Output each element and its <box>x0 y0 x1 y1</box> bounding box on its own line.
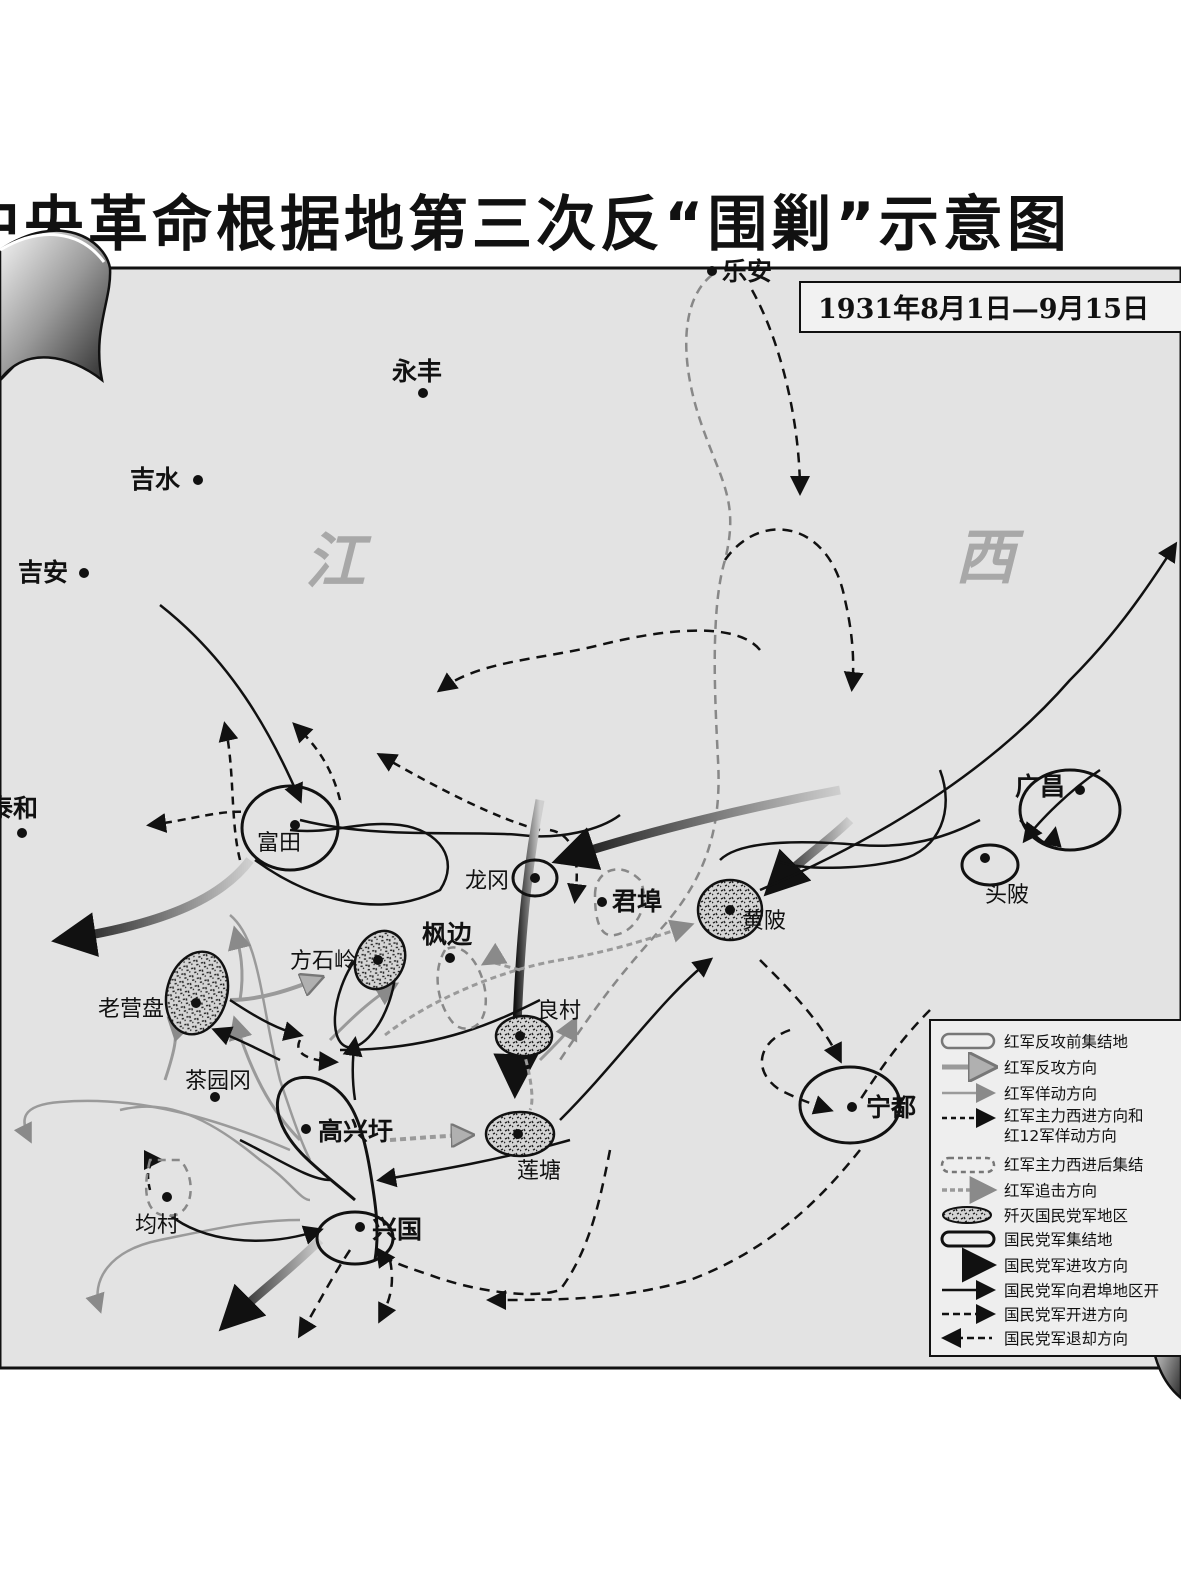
legend-label-nationalist-retreat: 国民党军退却方向 <box>1004 1330 1128 1348</box>
nationalist-area-xingguo <box>315 1210 395 1266</box>
route-lean-retreat <box>750 289 810 496</box>
assembly-fengbian-dashed <box>436 946 488 1030</box>
annihilation-area-laoyingpan <box>164 950 230 1036</box>
arrow-gray-liangcun-ne <box>538 1015 578 1062</box>
legend-label-red-westward: 红军主力西进方向和 <box>1004 1107 1144 1125</box>
place-chayuangang: 茶园冈 <box>185 1069 251 1094</box>
route-liangcun-west <box>339 998 541 1052</box>
date-range-label: 1931年8月1日—9月15日 <box>818 293 1149 325</box>
route-gaoxingxu-xingguo-loop <box>275 1075 379 1261</box>
nationalist-area-longgang <box>511 858 559 898</box>
region-label-jiang: 江 <box>305 527 372 597</box>
arrow-liangcun-liantang <box>518 1039 534 1111</box>
assembly-junbu-dashed <box>593 868 646 937</box>
legend-label-nationalist-advance: 国民党军开进方向 <box>1004 1306 1128 1324</box>
place-fengbian: 枫边 <box>422 920 473 949</box>
legend-label-red12-feint: 红12军佯动方向 <box>1004 1127 1117 1145</box>
date-range-box: 1931年8月1日—9月15日 <box>799 281 1181 333</box>
place-gaoxingxu: 高兴圩 <box>318 1117 393 1146</box>
route-laoyingpan-se <box>211 1026 281 1062</box>
legend-symbol-red-west-assembly <box>940 1156 996 1174</box>
arrow-east-longgang-attack <box>551 785 841 870</box>
legend-label-annihilation: 歼灭国民党军地区 <box>1004 1207 1128 1225</box>
place-toupi: 头陂 <box>985 883 1029 908</box>
route-gaoxingxu-north <box>342 1036 363 1101</box>
arrow-fangshiling-huangpi <box>384 919 695 1037</box>
legend-label-red-pursuit: 红军追击方向 <box>1004 1182 1097 1200</box>
route-westward-dashed <box>436 629 761 693</box>
route-lines <box>13 274 1178 1339</box>
place-liantang: 莲塘 <box>517 1159 561 1184</box>
nationalist-area-toupi <box>960 843 1020 887</box>
nationalist-area-ningdu <box>798 1065 902 1145</box>
route-futian-west <box>146 810 246 833</box>
route-lean-south-dashed <box>558 274 732 1061</box>
legend-label-nationalist-attack: 国民党军进攻方向 <box>1004 1257 1128 1275</box>
route-west-to-xingguo <box>239 1138 331 1182</box>
legend-symbol-annihilation <box>942 1206 992 1224</box>
legend-label-red-assembly: 红军反攻前集结地 <box>1004 1033 1128 1051</box>
route-xingguo-south-2 <box>378 1259 397 1324</box>
route-futian-loop <box>254 822 450 906</box>
route-dashed-mid <box>297 1039 339 1072</box>
legend-label-red-west-assembly: 红军主力西进后集结 <box>1004 1156 1144 1174</box>
place-markers: 乐安 永丰 吉水 吉安 泰和 富田 龙冈 君埠 黄陂 广昌 头陂 枫边 方石岭 … <box>0 257 1085 1244</box>
place-lean: 乐安 <box>722 257 772 286</box>
route-south-to-xingguo <box>375 1149 612 1296</box>
map-title: 中央革命根据地第三次反“围剿”示意图 <box>0 190 1071 260</box>
place-longgang: 龙冈 <box>465 869 509 894</box>
route-liantang-huangpi <box>559 957 714 1121</box>
place-huangpi: 黄陂 <box>742 909 786 934</box>
route-ningdu-loop <box>760 1028 834 1115</box>
nationalist-area-guangchang <box>1018 768 1122 852</box>
place-liangcun: 良村 <box>537 999 581 1024</box>
route-guangchang-west <box>719 818 981 861</box>
route-loop-east <box>723 528 864 692</box>
place-juncun: 均村 <box>135 1213 179 1238</box>
place-junbu: 君埠 <box>612 887 662 916</box>
legend-label-nationalist-junbu: 国民党军向君埠地区开 <box>1004 1282 1159 1300</box>
place-yongfeng: 永丰 <box>392 357 442 386</box>
legend-label-red-feint: 红军佯动方向 <box>1004 1085 1097 1103</box>
arrow-gray-laoyingpan-north <box>228 925 252 1001</box>
place-jishui: 吉水 <box>130 465 181 494</box>
nationalist-area-futian <box>240 784 340 872</box>
route-futian-north-1 <box>218 721 242 861</box>
legend-label-nationalist-assembly: 国民党军集结地 <box>1004 1231 1113 1249</box>
arrow-gray-taihe <box>13 1099 291 1152</box>
place-ningdu: 宁都 <box>866 1093 916 1122</box>
place-futian: 富田 <box>257 831 301 856</box>
arrow-gaoxingxu-liantang <box>389 1135 470 1140</box>
arrow-liangcun-fengbian <box>480 942 521 972</box>
place-fangshiling: 方石岭 <box>290 949 356 974</box>
place-xingguo: 兴国 <box>372 1215 422 1244</box>
route-guangchang-loop <box>779 769 947 869</box>
route-huangpi-northeast <box>759 541 1178 892</box>
route-jian-futian <box>159 604 303 804</box>
legend-symbol-red-assembly <box>940 1032 996 1050</box>
arrow-xingguo-southwest <box>218 1236 324 1332</box>
route-longgang-northwest <box>376 752 541 832</box>
page-curl-top-left <box>0 229 112 384</box>
place-taihe: 泰和 <box>0 794 38 823</box>
region-label-xi: 西 <box>955 523 1025 593</box>
assembly-juncun-dashed <box>145 1158 192 1217</box>
place-laoyingpan: 老营盘 <box>98 997 164 1022</box>
legend-label-red-counterattack: 红军反攻方向 <box>1004 1059 1097 1077</box>
route-juncun-xingguo <box>169 1214 324 1245</box>
map-legend: 红军反攻前集结地 红军反攻方向 红军佯动方向 红军主力西进方向和 红12军佯动方… <box>929 1019 1181 1357</box>
place-jian: 吉安 <box>18 558 68 587</box>
route-xingguo-south-1 <box>297 1249 352 1339</box>
legend-symbol-nationalist-assembly <box>940 1230 996 1248</box>
arrow-gray-1 <box>229 1015 302 1142</box>
route-laoyingpan-east <box>229 998 304 1041</box>
route-legend-to-ningdu <box>858 1009 931 1101</box>
place-guangchang: 广昌 <box>1015 772 1065 801</box>
arrow-futian-west-attack <box>51 857 254 957</box>
arrow-gray-juncun-south <box>85 1218 301 1314</box>
